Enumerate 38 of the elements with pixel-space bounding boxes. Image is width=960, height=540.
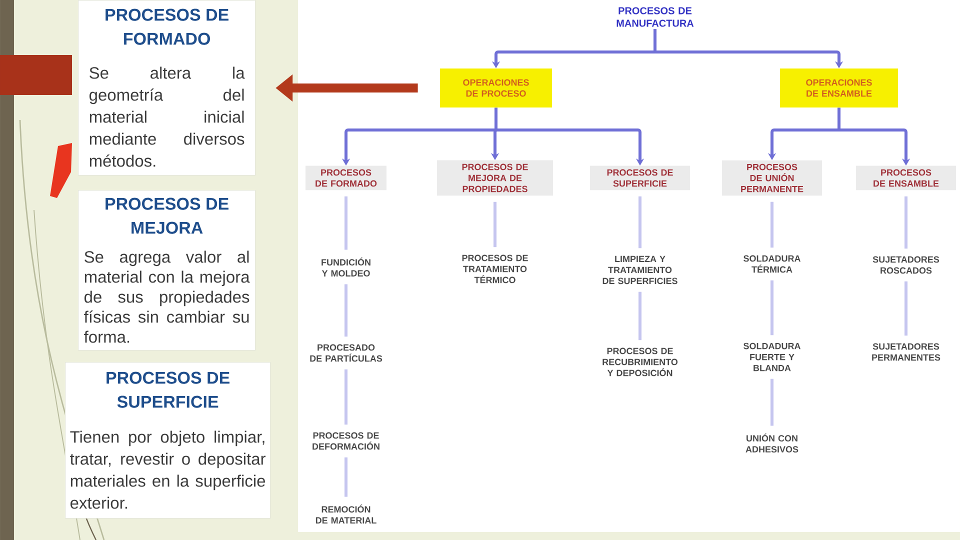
connector-line [904,196,908,249]
process-label: LIMPIEZA Y TRATAMIENTO DE SUPERFICIES [602,256,678,284]
process-label: PROCESOS DE DEFORMACIÓN [312,432,380,450]
connector-line [344,196,348,250]
process-label: SUJETADORES PERMANENTES [872,343,940,361]
process-box: PROCESOS DE ENSAMBLE [856,166,956,190]
connector-line [838,108,840,130]
connector-line [770,378,774,426]
connector-line [770,202,774,248]
connector-line [344,284,348,337]
process-box: PROCESOS DE MEJORA DE PROPIEDADES [437,160,553,196]
process-box: PROCESOS DE FORMADO [306,166,386,190]
connector-line [654,28,656,52]
connector-line [904,281,908,336]
process-box: PROCESOS DE UNIÓN PERMANENTE [722,160,822,196]
process-label: UNIÓN CON ADHESIVOS [746,433,798,453]
process-label: PROCESOS DE TRATAMIENTO TÉRMICO [462,254,528,284]
category-box: OPERACIONES DE ENSAMBLE [780,68,898,108]
category-box: OPERACIONES DE PROCESO [440,68,552,108]
process-box: PROCESOS DE SUPERFICIE [590,166,690,190]
process-label: SOLDADURA FUERTE Y BLANDA [744,342,800,372]
process-label: FUNDICIÓN Y MOLDEO [322,257,370,277]
process-label: REMOCIÓN DE MATERIAL [316,504,376,524]
description-panel: PROCESOS DE FORMADO Se altera la geometría del material inicial mediante diversos métodos. [78,0,256,176]
connector-line [638,292,642,340]
description-panel: PROCESOS DE MEJORA Se agrega valor al material con la mejora de sus propiedades físicas sin cambiar su forma. [78,190,256,351]
process-label: PROCESOS DE RECUBRIMIENTO Y DEPOSICIÓN [602,348,678,376]
connector-line [494,202,496,248]
process-label: PROCESADO DE PARTÍCULAS [310,344,382,362]
connector-line [770,280,774,336]
connector-line [638,196,642,248]
description-panel: PROCESOS DE SUPERFICIE Tienen por objeto limpiar, tratar, revestir o depositar materiales en la superficie exterior. [65,362,271,519]
connector-line [344,457,348,497]
connector-line [494,108,498,130]
diagram-title: PROCESOS DE MANUFACTURA [616,7,694,27]
process-label: SUJETADORES ROSCADOS [872,256,940,274]
connector-line [344,369,348,425]
process-label: SOLDADURA TÉRMICA [744,255,800,273]
